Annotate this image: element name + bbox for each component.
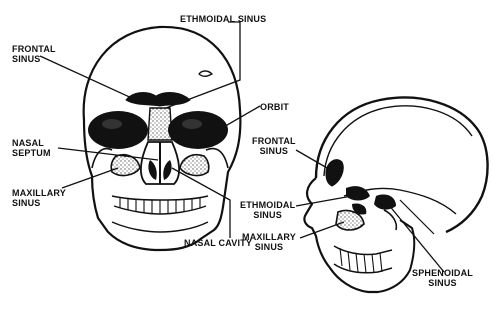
label-ethmoidal-sinus-side-line2: SINUS xyxy=(240,210,295,220)
label-sphenoidal-sinus-line1: SPHENOIDAL xyxy=(412,268,473,278)
label-ethmoidal-sinus-top: ETHMOIDAL SINUS xyxy=(180,14,266,24)
label-maxillary-sinus-front-line2: SINUS xyxy=(12,198,66,208)
label-maxillary-sinus-front-line1: MAXILLARY xyxy=(12,188,66,198)
label-frontal-sinus-front-line2: SINUS xyxy=(12,54,56,64)
label-nasal-septum-line1: NASAL xyxy=(12,138,51,148)
label-ethmoidal-sinus-side-line1: ETHMOIDAL xyxy=(240,200,295,210)
orbit-right-shape xyxy=(168,111,228,149)
ethmoidal-sinus-side-shape xyxy=(346,186,370,200)
label-frontal-sinus-front: FRONTAL SINUS xyxy=(12,44,56,64)
frontal-sinus-side-shape xyxy=(326,160,343,186)
label-orbit: ORBIT xyxy=(260,102,289,112)
sphenoidal-sinus-shape xyxy=(374,194,396,209)
label-sphenoidal-sinus-line2: SINUS xyxy=(412,278,473,288)
label-frontal-sinus-side-line1: FRONTAL xyxy=(252,136,296,146)
label-frontal-sinus-side-line2: SINUS xyxy=(252,146,296,156)
label-maxillary-sinus-side-line1: MAXILLARY xyxy=(242,232,296,242)
label-ethmoidal-sinus-side: ETHMOIDAL SINUS xyxy=(240,200,295,220)
label-maxillary-sinus-front: MAXILLARY SINUS xyxy=(12,188,66,208)
label-maxillary-sinus-side: MAXILLARY SINUS xyxy=(242,232,296,252)
label-maxillary-sinus-side-line2: SINUS xyxy=(242,242,296,252)
label-nasal-septum-line2: SEPTUM xyxy=(12,148,51,158)
label-sphenoidal-sinus: SPHENOIDAL SINUS xyxy=(412,268,473,288)
label-frontal-sinus-side: FRONTAL SINUS xyxy=(252,136,296,156)
orbit-left-shape xyxy=(88,111,148,149)
side-skull xyxy=(304,98,487,292)
label-frontal-sinus-front-line1: FRONTAL xyxy=(12,44,56,54)
ethmoidal-sinus-front-shape xyxy=(148,108,172,140)
label-nasal-septum: NASAL SEPTUM xyxy=(12,138,51,158)
